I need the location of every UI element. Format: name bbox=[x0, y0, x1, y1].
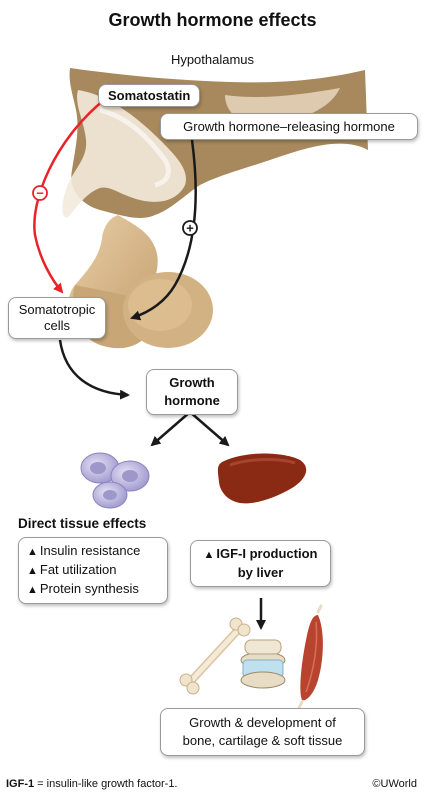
somatotropic-to-gh-arrow bbox=[58, 339, 130, 400]
somatotropic-cells-box: Somatotropic cells bbox=[8, 297, 106, 339]
inhibit-symbol-circle bbox=[32, 185, 48, 201]
inhibit-symbol: − bbox=[36, 186, 44, 201]
igf-label-line1: IGF-I production bbox=[216, 546, 318, 561]
footnote: IGF-1 = insulin-like growth factor-1. bbox=[6, 778, 178, 790]
up-arrow-icon: ▲ bbox=[27, 584, 38, 596]
direct-effect-label: Insulin resistance bbox=[39, 543, 141, 558]
gh-to-direct-arrow bbox=[150, 411, 191, 447]
growth-hormone-box: Growth hormone bbox=[146, 369, 238, 415]
growth-label-line1: Growth & development of bbox=[189, 715, 336, 730]
somatotropic-label-line1: Somatotropic bbox=[18, 302, 96, 317]
somatostatin-box: Somatostatin bbox=[98, 84, 201, 107]
igf-label-line2: by liver bbox=[237, 565, 284, 580]
direct-effects-box: ▲Insulin resistance ▲Fat utilization ▲Pr… bbox=[18, 537, 168, 604]
bone-illustration bbox=[179, 617, 251, 695]
liver-illustration bbox=[217, 453, 307, 504]
footnote-term: IGF-1 bbox=[6, 778, 35, 790]
gh-label-line1: Growth bbox=[169, 375, 215, 390]
direct-effect-item: ▲Protein synthesis bbox=[27, 580, 159, 599]
ghrh-stimulate-arrow bbox=[130, 139, 197, 321]
copyright: ©UWorld bbox=[372, 778, 417, 790]
up-arrow-icon: ▲ bbox=[27, 546, 38, 558]
gh-to-liver-arrow bbox=[189, 411, 230, 447]
stimulate-symbol: + bbox=[186, 221, 194, 236]
direct-effect-item: ▲Fat utilization bbox=[27, 561, 159, 580]
up-arrow-icon: ▲ bbox=[203, 549, 215, 561]
gh-label-line2: hormone bbox=[164, 393, 220, 408]
diagram-title: Growth hormone effects bbox=[108, 10, 317, 30]
hypothalamus-label: Hypothalamus bbox=[170, 52, 255, 67]
direct-effect-label: Fat utilization bbox=[39, 562, 117, 577]
cartilage-illustration bbox=[240, 639, 286, 689]
target-cells-illustration bbox=[80, 452, 150, 509]
somatotropic-label-line2: cells bbox=[43, 318, 70, 333]
growth-development-box: Growth & development of bone, cartilage … bbox=[160, 708, 365, 756]
muscle-illustration bbox=[297, 604, 323, 710]
growth-label-line2: bone, cartilage & soft tissue bbox=[182, 733, 343, 748]
stimulate-symbol-circle bbox=[182, 220, 198, 236]
direct-effects-title: Direct tissue effects bbox=[18, 516, 147, 531]
footnote-text: = insulin-like growth factor-1. bbox=[34, 778, 178, 790]
direct-effect-label: Protein synthesis bbox=[39, 581, 139, 596]
somatostatin-inhibit-arrow bbox=[33, 99, 105, 294]
somatostatin-label: Somatostatin bbox=[108, 88, 191, 103]
direct-effect-item: ▲Insulin resistance bbox=[27, 542, 159, 561]
ghrh-box: Growth hormone–releasing hormone bbox=[160, 113, 418, 140]
igf-production-box: ▲IGF-I production by liver bbox=[190, 540, 331, 587]
ghrh-label: Growth hormone–releasing hormone bbox=[183, 119, 395, 134]
up-arrow-icon: ▲ bbox=[27, 565, 38, 577]
